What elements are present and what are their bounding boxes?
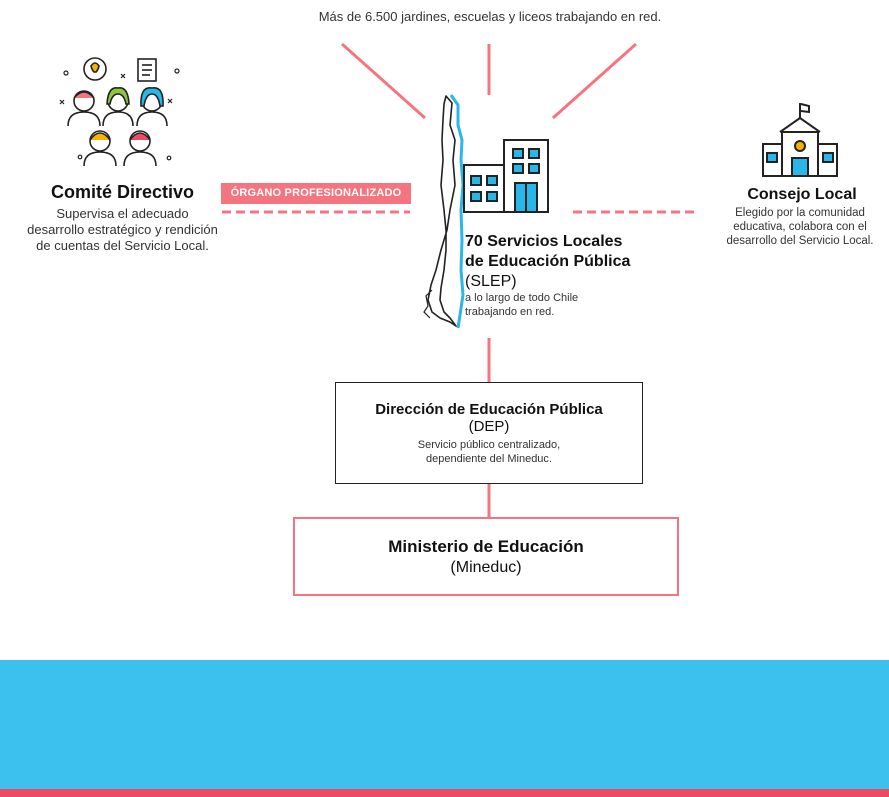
ministry-title: Ministerio de Educación [388,537,584,556]
school-building-icon [762,103,838,177]
slep-abbreviation: (SLEP) [465,273,517,290]
dep-description-line: Servicio público centralizado, [417,439,561,451]
council-description-line: educativa, colabora con el [733,221,867,233]
dep-box: Dirección de Educación Pública (DEP) Ser… [335,382,643,484]
council-description: Elegido por la comunidad educativa, cola… [700,206,889,248]
council-title: Consejo Local [747,186,857,203]
committee-description: Supervisa el adecuado desarrollo estraté… [0,206,245,254]
footer-stripe [0,789,889,797]
dep-abbreviation: (DEP) [468,418,510,435]
ministry-box: Ministerio de Educación (Mineduc) [293,517,679,596]
council-description-line: Elegido por la comunidad [735,207,865,219]
lightbulb-icon [83,57,107,81]
dep-description: Servicio público centralizado, dependien… [336,438,642,466]
connector-left-diagonal [341,42,426,120]
slep-title-line: 70 Servicios Locales [465,233,623,250]
footer-band [0,660,889,789]
council-description-line: desarrollo del Servicio Local. [726,235,874,247]
slep-title: 70 Servicios Locales de Educación Públic… [465,232,630,272]
dep-title: Dirección de Educación Pública [375,401,603,418]
ministry-abbreviation: (Mineduc) [450,559,522,576]
professionalized-badge: ÓRGANO PROFESIONALIZADO [221,183,411,204]
people-group-icon [59,57,180,167]
dep-description-line: dependiente del Mineduc. [426,453,552,465]
connector-right-diagonal [552,42,637,120]
slep-title-line: de Educación Pública [465,253,631,270]
committee-title: Comité Directivo [50,182,195,202]
slep-description-line: trabajando en red. [465,306,555,318]
slep-description: a lo largo de todo Chile trabajando en r… [465,291,635,319]
document-icon [137,58,157,82]
committee-description-line: Supervisa el adecuado [56,206,189,221]
chile-map-icon [423,94,465,329]
committee-description-line: desarrollo estratégico y rendición [27,222,218,237]
slep-description-line: a lo largo de todo Chile [465,292,579,304]
office-building-icon [463,139,549,213]
top-caption: Más de 6.500 jardines, escuelas y liceos… [318,9,662,24]
committee-description-line: de cuentas del Servicio Local. [36,238,209,253]
